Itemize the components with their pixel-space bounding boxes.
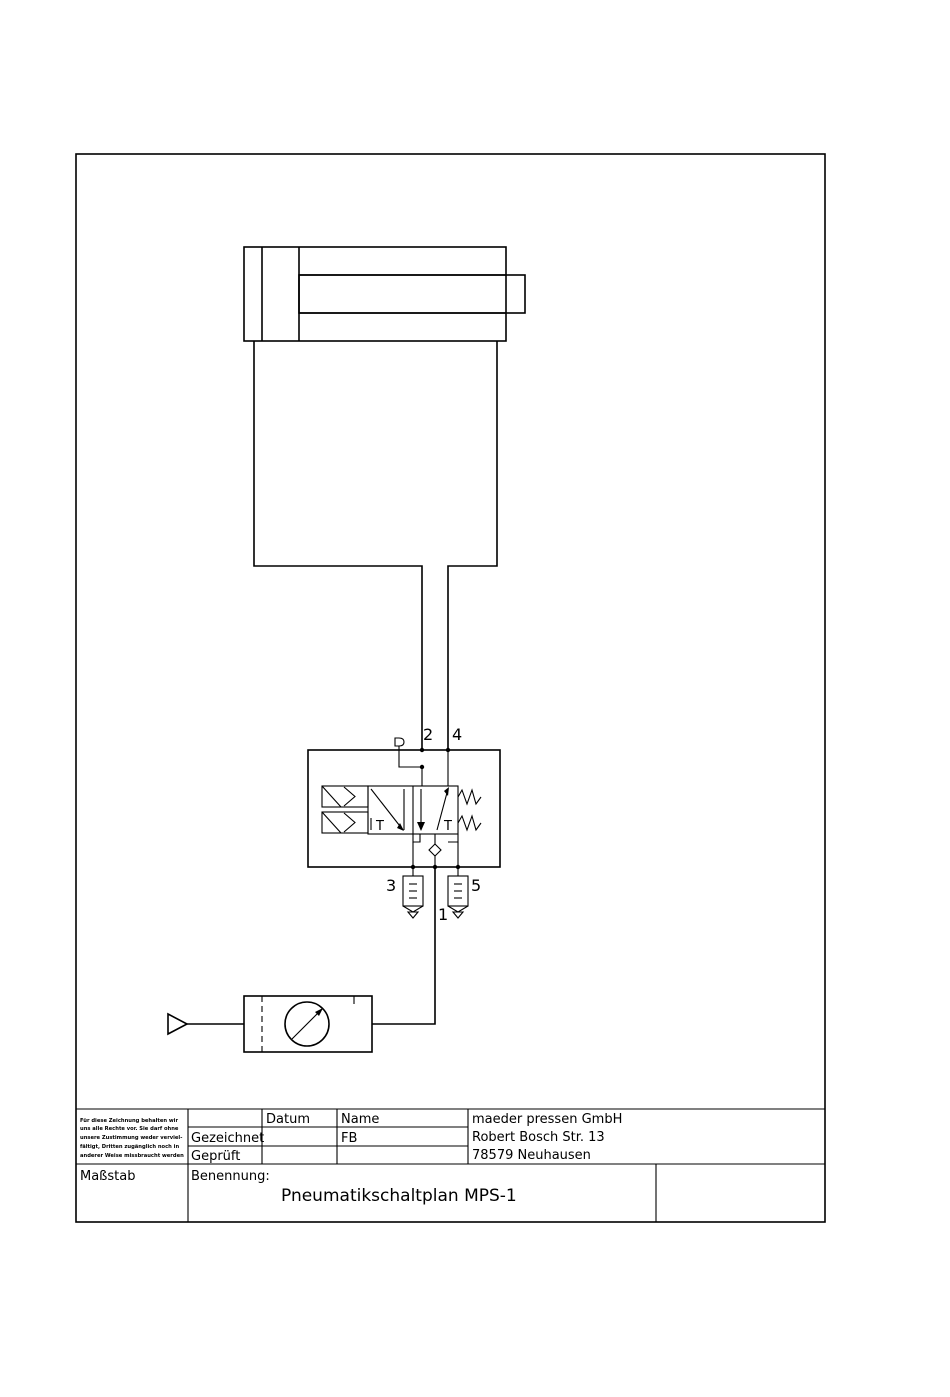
port-label-4: 4	[452, 725, 462, 744]
silencer-port-5	[447, 867, 469, 919]
port-label-1: 1	[438, 905, 448, 924]
copyright-note-line-1: Für diese Zeichnung behalten wir	[80, 1118, 178, 1124]
directional-valve: T T	[307, 737, 501, 870]
company-city: 78579 Neuhausen	[472, 1148, 591, 1163]
port-label-2: 2	[423, 725, 433, 744]
solenoid-actuator-top	[321, 785, 369, 808]
port-label-3: 3	[386, 876, 396, 895]
pressure-source	[167, 1012, 244, 1036]
geprueft-label: Geprüft	[191, 1149, 240, 1164]
copyright-note-line-5: anderer Weise missbraucht werden	[80, 1153, 184, 1159]
sheet-frame	[75, 153, 826, 1223]
tank-symbol-right: T	[443, 819, 452, 834]
copyright-note-line-4: fältigt, Dritten zugänglich noch in	[80, 1144, 179, 1150]
silencer-port-3	[402, 867, 424, 919]
gauge-icon	[284, 1001, 330, 1047]
air-lines	[253, 341, 498, 750]
spring-top	[457, 788, 482, 806]
spring-bottom	[457, 814, 482, 832]
company-name: maeder pressen GmbH	[472, 1112, 622, 1127]
pneumatic-cylinder	[243, 246, 526, 342]
tank-symbol-left: T	[375, 819, 384, 834]
piston-rod	[298, 274, 526, 314]
title-block: Für diese Zeichnung behalten wir uns all…	[76, 1108, 825, 1222]
name-header: Name	[341, 1112, 379, 1127]
copyright-note-line-2: uns alle Rechte vor. Sie darf ohne	[80, 1126, 179, 1132]
filter-pressure-gauge	[243, 995, 373, 1053]
solenoid-actuator-bottom	[321, 811, 369, 834]
gezeichnet-name: FB	[341, 1131, 357, 1146]
company-street: Robert Bosch Str. 13	[472, 1130, 605, 1145]
benennung-label: Benennung:	[191, 1169, 270, 1184]
massstab-label: Maßstab	[80, 1169, 135, 1184]
gezeichnet-label: Gezeichnet	[191, 1131, 264, 1146]
datum-header: Datum	[266, 1112, 310, 1127]
supply-line	[372, 867, 436, 1025]
copyright-note-line-3: unsere Zustimmung weder verviel-	[80, 1135, 182, 1141]
drawing-title: Pneumatikschaltplan MPS-1	[281, 1186, 517, 1206]
port-label-5: 5	[471, 876, 481, 895]
